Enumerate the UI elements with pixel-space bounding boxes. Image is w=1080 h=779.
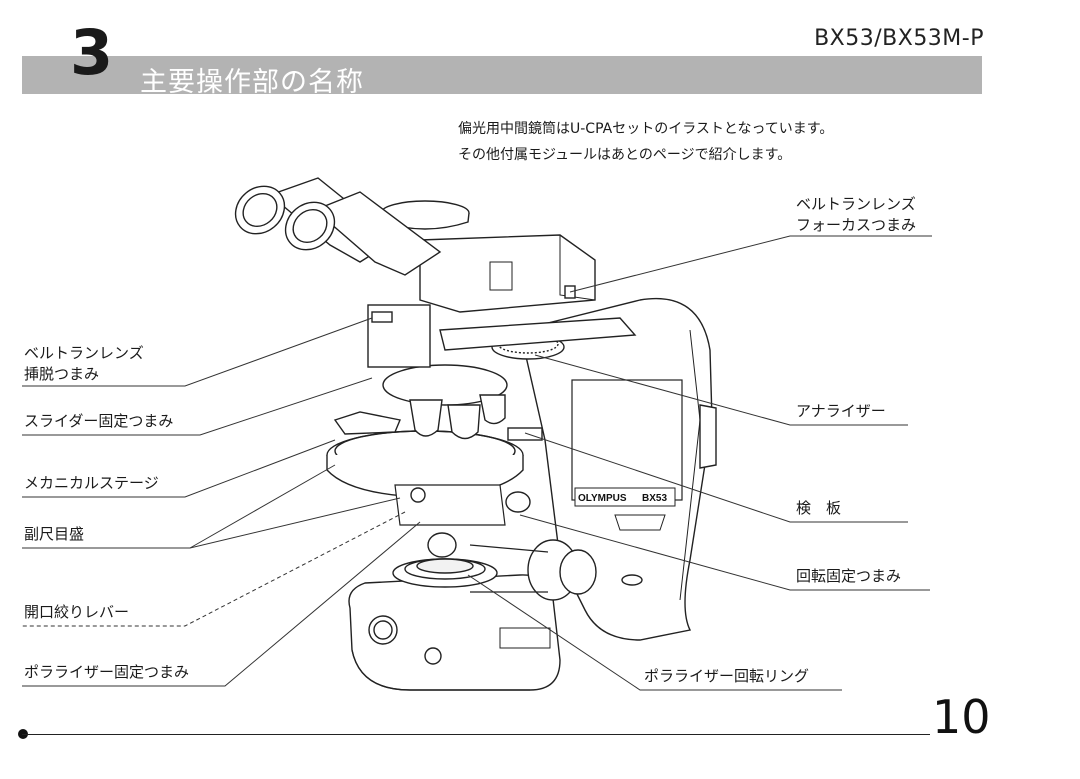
model-name: BX53/BX53M-P — [814, 26, 984, 51]
intro-line-1: 偏光用中間鏡筒はU-CPAセットのイラストとなっています。 — [458, 121, 834, 137]
objective-1 — [409, 399, 443, 437]
footer-rule — [22, 734, 930, 735]
leader-vernier-b — [22, 497, 401, 549]
label-vernier: 副尺目盛 — [24, 525, 85, 543]
analyzer-plate — [439, 317, 637, 351]
chapter-title: 主要操作部の名称 — [140, 67, 364, 98]
leader-analyzer — [534, 354, 908, 426]
chapter-header-bar — [22, 56, 982, 94]
leader-test-plate — [524, 432, 908, 523]
leader-slider-lock — [22, 377, 373, 436]
label-mechanical-stage: メカニカルステージ — [24, 474, 159, 492]
base-front — [351, 649, 530, 691]
label-bertrand-focus: ベルトランレンズ フォーカスつまみ — [796, 195, 917, 234]
leader-aperture-lever — [22, 511, 406, 627]
lamp-slot — [614, 514, 666, 531]
leader-mechanical-stage — [22, 439, 336, 498]
objective-2 — [447, 404, 481, 440]
base-button — [424, 647, 442, 665]
side-knob — [699, 404, 717, 469]
leader-vernier-a — [189, 464, 336, 549]
leader-bertrand-focus — [569, 235, 932, 293]
leader-polarizer-lock — [22, 521, 421, 687]
nosepiece — [382, 364, 508, 406]
leader-bertrand-insert — [22, 317, 373, 387]
eyepiece-tube-right — [313, 191, 442, 276]
label-rotation-lock: 回転固定つまみ — [796, 567, 902, 585]
arm-panel — [571, 379, 683, 501]
label-slider-lock: スライダー固定つまみ — [24, 412, 174, 430]
leader-polarizer-ring — [467, 574, 842, 691]
objective-3 — [479, 394, 506, 425]
brand-plate — [574, 487, 676, 507]
test-plate-slot — [507, 427, 543, 441]
eyepiece-right — [284, 201, 336, 251]
label-analyzer: アナライザー — [796, 402, 886, 420]
leader-rotation-lock — [519, 514, 930, 591]
page-number: 10 — [932, 690, 991, 744]
base-dial — [368, 615, 398, 645]
chapter-number: 3 — [70, 16, 114, 89]
model-text: BX53 — [642, 493, 667, 504]
base-connectors — [499, 627, 551, 649]
label-aperture-lever: 開口絞りレバー — [24, 603, 130, 621]
label-test-plate: 検 板 — [796, 499, 842, 517]
stage-clip — [333, 411, 401, 435]
arm-screw — [621, 574, 643, 586]
intro-line-2: その他付属モジュールはあとのページで紹介します。 — [458, 147, 792, 163]
eyepiece-left — [234, 185, 286, 235]
brand-text: OLYMPUS — [578, 493, 627, 504]
intro-text: 偏光用中間鏡筒はU-CPAセットのイラストとなっています。 その他付属モジュール… — [458, 116, 833, 168]
label-polarizer-ring: ポラライザー回転リング — [644, 667, 810, 685]
label-polarizer-lock: ポラライザー固定つまみ — [24, 663, 190, 681]
focus-knob-left — [427, 532, 457, 558]
label-bertrand-insert: ベルトランレンズ 挿脱つまみ — [24, 344, 144, 383]
